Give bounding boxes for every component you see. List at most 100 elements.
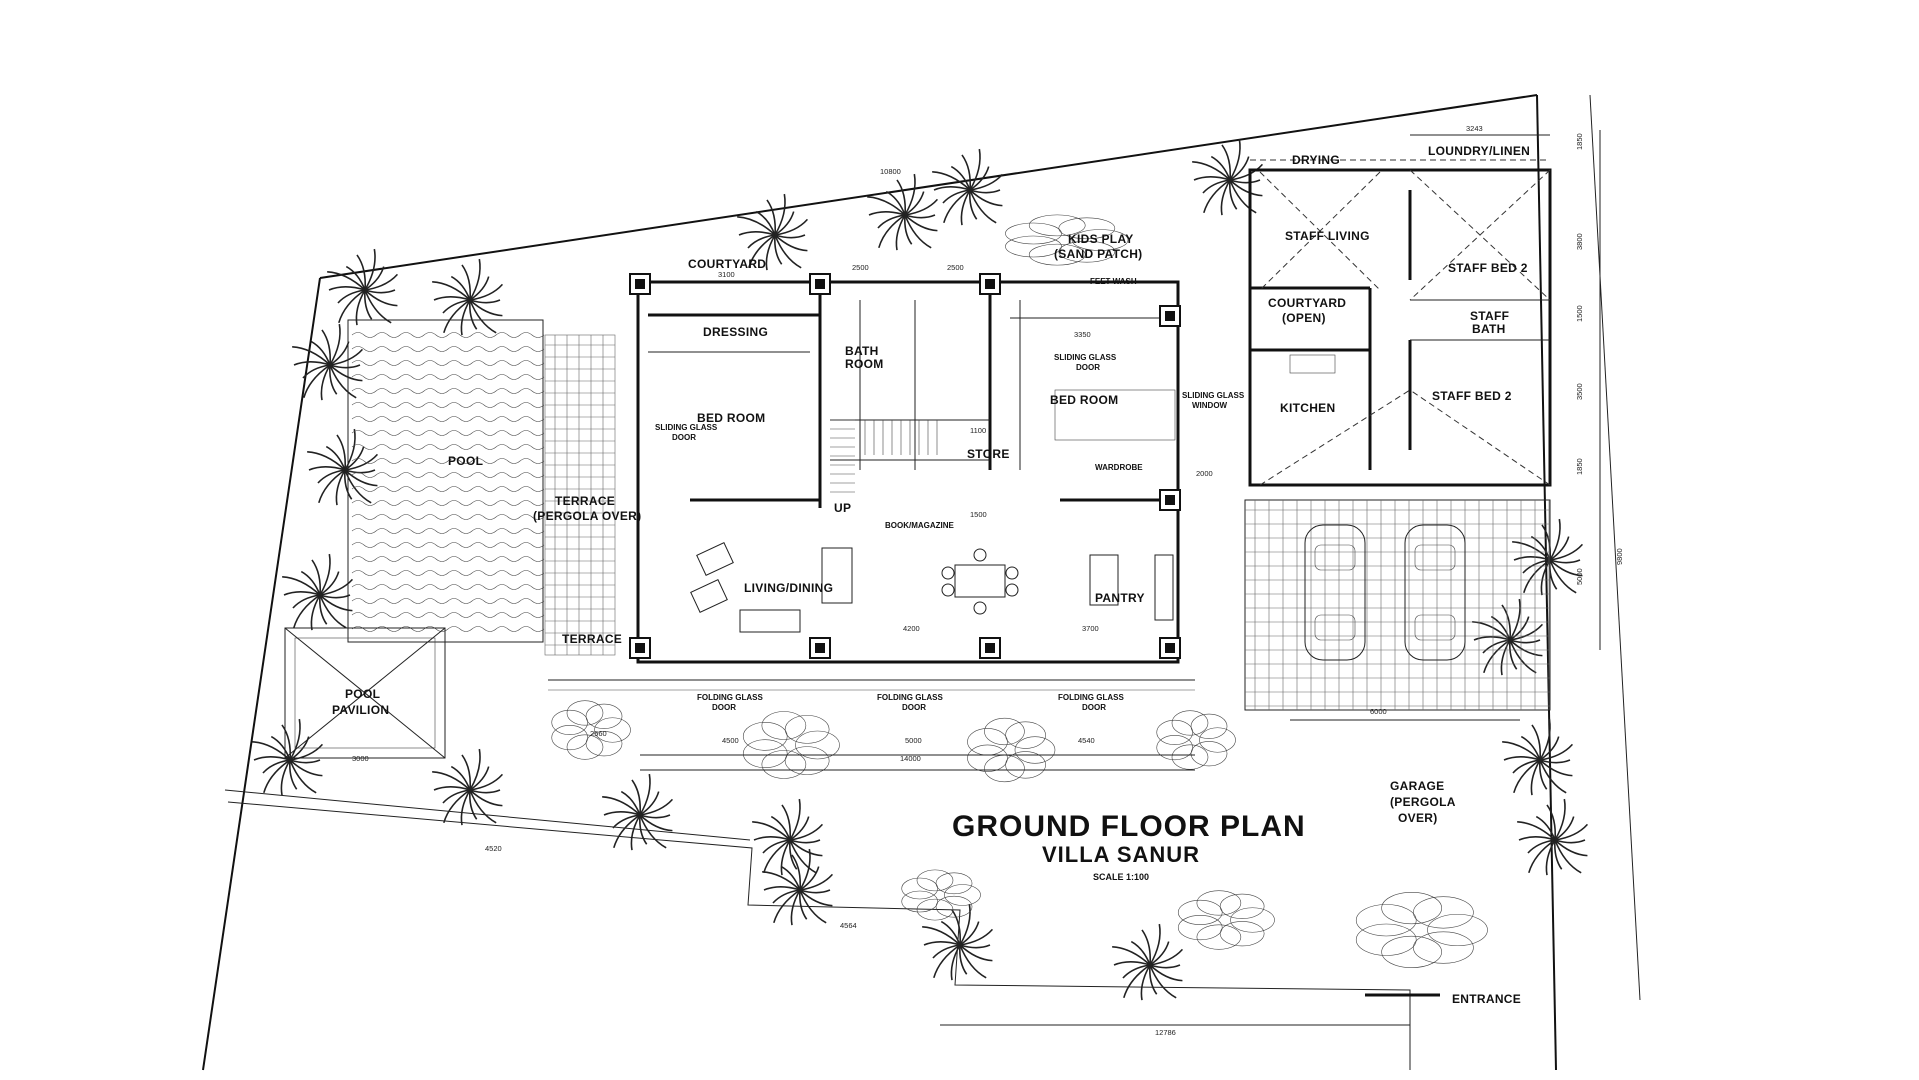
room-drying: DRYING [1292, 153, 1340, 167]
column-core [985, 279, 995, 289]
palm-tree [1512, 518, 1584, 596]
room-pool: POOL [448, 454, 483, 468]
main-house-walls [548, 280, 1195, 691]
shrub [1005, 214, 1129, 266]
room-staff-bed-top: STAFF BED 2 [1448, 261, 1528, 275]
room-up: UP [834, 501, 851, 515]
dim-12786: 12786 [1155, 1028, 1176, 1037]
room-kitchen: KITCHEN [1280, 401, 1335, 415]
note-folding-2b: DOOR [902, 703, 926, 712]
palm-tree [762, 848, 834, 926]
shrub [742, 711, 840, 779]
dim-3350: 3350 [1074, 330, 1091, 339]
dim-3243: 3243 [1466, 124, 1483, 133]
dim-r3500: 3500 [1575, 383, 1584, 400]
dim-4520: 4520 [485, 844, 502, 853]
dim-4564: 4564 [840, 921, 857, 930]
room-terrace-top-2: (PERGOLA OVER) [533, 509, 641, 523]
room-staff-bath-1: STAFF [1470, 309, 1509, 323]
palm-tree [1192, 138, 1264, 216]
note-sliding-left-2: DOOR [672, 433, 696, 442]
subtitle: VILLA SANUR [1042, 842, 1200, 867]
room-terrace-bottom: TERRACE [562, 632, 622, 646]
shrub [1156, 710, 1236, 770]
dim-1100: 1100 [970, 426, 986, 435]
room-pool-pavilion-2: PAVILION [332, 703, 389, 717]
note-folding-1b: DOOR [712, 703, 736, 712]
note-folding-1a: FOLDING GLASS [697, 693, 763, 702]
dim-r9800: 9800 [1615, 548, 1624, 565]
column-core [815, 279, 825, 289]
palm-tree [1112, 923, 1184, 1001]
dim-3100: 3100 [718, 270, 735, 279]
palm-tree [1502, 718, 1574, 796]
room-garage-1: GARAGE [1390, 779, 1444, 793]
room-dressing: DRESSING [703, 325, 768, 339]
dim-4200: 4200 [903, 624, 920, 633]
title: GROUND FLOOR PLAN [952, 810, 1306, 843]
site-boundary [202, 94, 1557, 1071]
room-living-dining: LIVING/DINING [744, 581, 833, 595]
room-store: STORE [967, 447, 1010, 461]
palm-tree [867, 173, 939, 251]
palm-tree [432, 258, 504, 336]
room-garage-2: (PERGOLA [1390, 795, 1456, 809]
palm-tree [282, 553, 354, 631]
column-core [1165, 495, 1175, 505]
room-staff-living: STAFF LIVING [1285, 229, 1370, 243]
dim-2500b: 2500 [947, 263, 964, 272]
dim-top-long: 10800 [880, 167, 901, 176]
landscape-palm-trees [252, 138, 1589, 1001]
shrub [1355, 892, 1488, 968]
pool-pavilion [284, 627, 446, 759]
living-furniture [690, 542, 1174, 633]
dim-r1850b: 1850 [1575, 458, 1584, 475]
palm-tree [292, 323, 364, 401]
column-core [635, 279, 645, 289]
room-courtyard: COURTYARD [688, 257, 766, 271]
note-folding-2a: FOLDING GLASS [877, 693, 943, 702]
note-sliding-right-2: DOOR [1076, 363, 1100, 372]
room-garage-3: OVER) [1398, 811, 1438, 825]
dim-r3800: 3800 [1575, 233, 1584, 250]
dimension-labels: 10800 3243 3100 2500 2500 3350 1100 1500… [352, 124, 1624, 1037]
palm-tree [307, 428, 379, 506]
room-staff-bath-2: BATH [1472, 322, 1506, 336]
palm-tree [752, 798, 824, 876]
palm-tree [252, 718, 324, 796]
staircase [830, 419, 938, 493]
dim-4500: 4500 [722, 736, 739, 745]
palm-tree [932, 148, 1004, 226]
dim-1500: 1500 [970, 510, 987, 519]
shrub [1177, 890, 1275, 950]
dim-2000: 2000 [1196, 469, 1213, 478]
room-courtyard-open-1: COURTYARD [1268, 296, 1346, 310]
dim-3700: 3700 [1082, 624, 1099, 633]
shrub [551, 700, 631, 760]
garage-area [1244, 499, 1551, 711]
dim-r5000: 5000 [1575, 568, 1584, 585]
annotation-notes: SLIDING GLASS DOOR SLIDING GLASS DOOR SL… [655, 353, 1245, 712]
dim-3000: 3000 [352, 754, 369, 763]
palm-tree [922, 903, 994, 981]
note-sliding-right-1: SLIDING GLASS [1054, 353, 1117, 362]
column-core [815, 643, 825, 653]
room-kids-play-1: KIDS PLAY [1068, 232, 1134, 246]
scale-note: SCALE 1:100 [1093, 872, 1149, 882]
note-wardrobe: WARDROBE [1095, 463, 1143, 472]
note-folding-3a: FOLDING GLASS [1058, 693, 1124, 702]
room-bath-1: BATH [845, 344, 879, 358]
palm-tree [737, 193, 809, 271]
dim-2500a: 2500 [852, 263, 869, 272]
room-pantry: PANTRY [1095, 591, 1145, 605]
dimension-lines [640, 94, 1641, 1026]
palm-tree [327, 248, 399, 326]
shrub [967, 717, 1056, 783]
palm-tree [602, 773, 674, 851]
room-courtyard-open-2: (OPEN) [1282, 311, 1326, 325]
dim-4540: 4540 [1078, 736, 1095, 745]
palm-tree [1517, 798, 1589, 876]
note-folding-3b: DOOR [1082, 703, 1106, 712]
room-entrance: ENTRANCE [1452, 992, 1521, 1006]
